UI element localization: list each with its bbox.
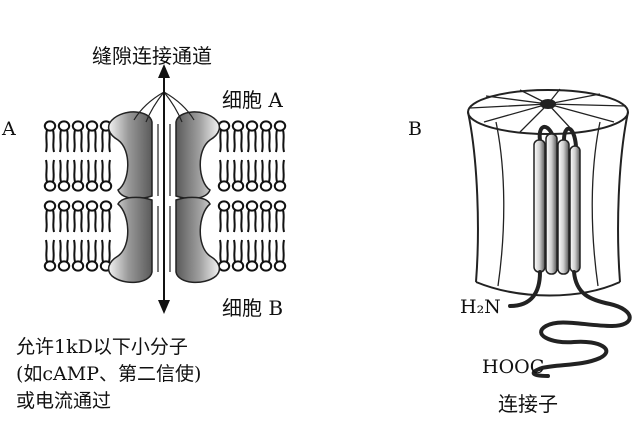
n-terminus-chain (508, 270, 542, 308)
panel-a-letter: A (2, 118, 16, 140)
connexon-cell-a (107, 111, 221, 200)
panel-b-letter: B (408, 118, 422, 140)
c-terminus-chain (531, 270, 632, 378)
transport-note-line1: 允许1kD以下小分子 (16, 336, 188, 358)
cell-a-label: 细胞 A (222, 88, 283, 112)
connexin-label: 连接子 (498, 392, 558, 416)
transmembrane-helices (533, 124, 581, 275)
membrane-cell-a-right (217, 120, 287, 192)
channel-title: 缝隙连接通道 (92, 44, 212, 68)
cell-b-label: 细胞 B (222, 296, 284, 320)
n-terminus-label: H₂N (460, 296, 501, 318)
membrane-cell-b-right (217, 200, 287, 272)
channel-strands (133, 91, 195, 272)
c-terminus-label: HOOC (482, 356, 545, 378)
transport-note-line3: 或电流通过 (16, 390, 112, 412)
membrane-cell-b-left (43, 200, 113, 272)
connexon-3d-barrel (467, 88, 629, 297)
channel-flow-arrow (158, 64, 170, 314)
membrane-cell-a-left (43, 120, 113, 192)
transport-note-line2: (如cAMP、第二信使) (16, 363, 202, 385)
connexon-cell-b (107, 196, 221, 284)
